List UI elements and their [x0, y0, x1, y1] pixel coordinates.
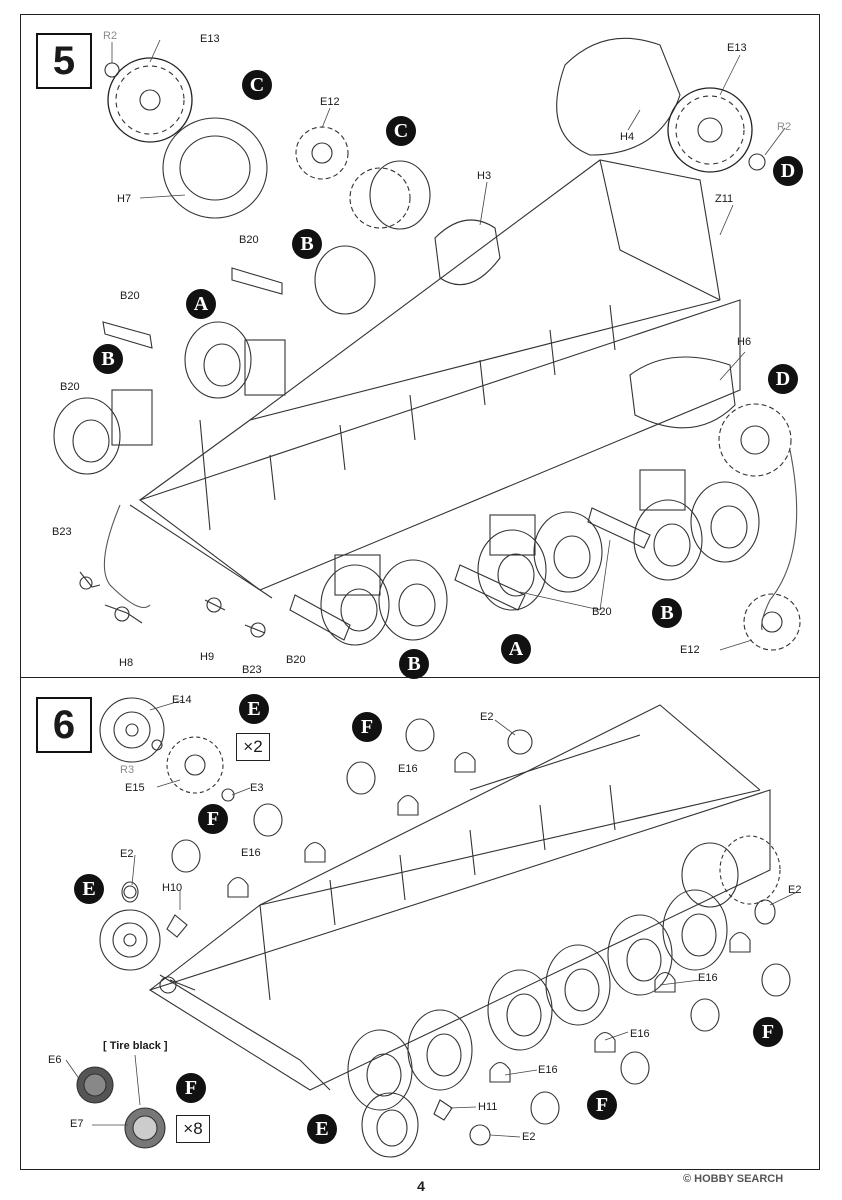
part-label: E16: [538, 1064, 558, 1076]
part-label: E12: [320, 96, 340, 108]
callout-d: D: [773, 156, 803, 186]
part-label: H8: [119, 657, 134, 669]
part-label: R2: [777, 121, 792, 133]
part-label: E12: [680, 644, 700, 656]
step5-drawing: [53, 37, 801, 651]
instruction-frame: [20, 14, 820, 1170]
callout-e: E: [74, 874, 104, 904]
part-label: E13: [727, 42, 747, 54]
part-label: R3: [120, 764, 135, 776]
part-label: R2: [103, 30, 118, 42]
callout-a: A: [186, 289, 216, 319]
part-label: H9: [200, 651, 215, 663]
part-label: H7: [117, 193, 132, 205]
watermark: © HOBBY SEARCH: [683, 1173, 784, 1185]
callout-d: D: [768, 364, 798, 394]
part-label: E7: [70, 1118, 84, 1130]
part-label: E14: [172, 694, 192, 706]
callout-b: B: [399, 649, 429, 679]
callout-a: A: [501, 634, 531, 664]
callout-f: F: [587, 1090, 617, 1120]
part-label: E16: [630, 1028, 650, 1040]
callout-f: F: [198, 804, 228, 834]
part-label: E13: [200, 33, 220, 45]
part-label: E15: [125, 782, 145, 794]
part-label: B20: [239, 234, 259, 246]
callout-e: E: [239, 694, 269, 724]
quantity-e: ×2: [236, 733, 270, 761]
part-label: E16: [241, 847, 261, 859]
part-label: B20: [120, 290, 140, 302]
part-label: B20: [60, 381, 80, 393]
callout-b: B: [93, 344, 123, 374]
part-label: E2: [480, 711, 494, 723]
part-label: E16: [398, 763, 418, 775]
callout-c: C: [386, 116, 416, 146]
part-label: E2: [788, 884, 802, 896]
step-6-number: 6: [36, 697, 92, 753]
part-label: H3: [477, 170, 492, 182]
callout-f: F: [352, 712, 382, 742]
callout-f: F: [176, 1073, 206, 1103]
part-label: H10: [162, 882, 183, 894]
part-label: H6: [737, 336, 752, 348]
part-label: E2: [522, 1131, 536, 1143]
part-label: E2: [120, 848, 134, 860]
part-label: E3: [250, 782, 264, 794]
step-5-number: 5: [36, 33, 92, 89]
tire-black-note: [ Tire black ]: [103, 1040, 168, 1052]
part-label: E6: [48, 1054, 62, 1066]
part-label: B20: [286, 654, 306, 666]
step6-drawing: [76, 697, 791, 1158]
part-label: H11: [478, 1101, 498, 1113]
page-number: 4: [417, 1178, 425, 1194]
callout-e: E: [307, 1114, 337, 1144]
part-label: B20: [592, 606, 612, 618]
part-label: Z11: [715, 193, 734, 205]
callout-b: B: [652, 598, 682, 628]
part-label: H4: [620, 131, 635, 143]
part-label: E16: [698, 972, 718, 984]
callout-f: F: [753, 1017, 783, 1047]
quantity-f: ×8: [176, 1115, 210, 1143]
callout-b: B: [292, 229, 322, 259]
part-label: B23: [242, 664, 262, 676]
callout-c: C: [242, 70, 272, 100]
part-label: B23: [52, 526, 72, 538]
